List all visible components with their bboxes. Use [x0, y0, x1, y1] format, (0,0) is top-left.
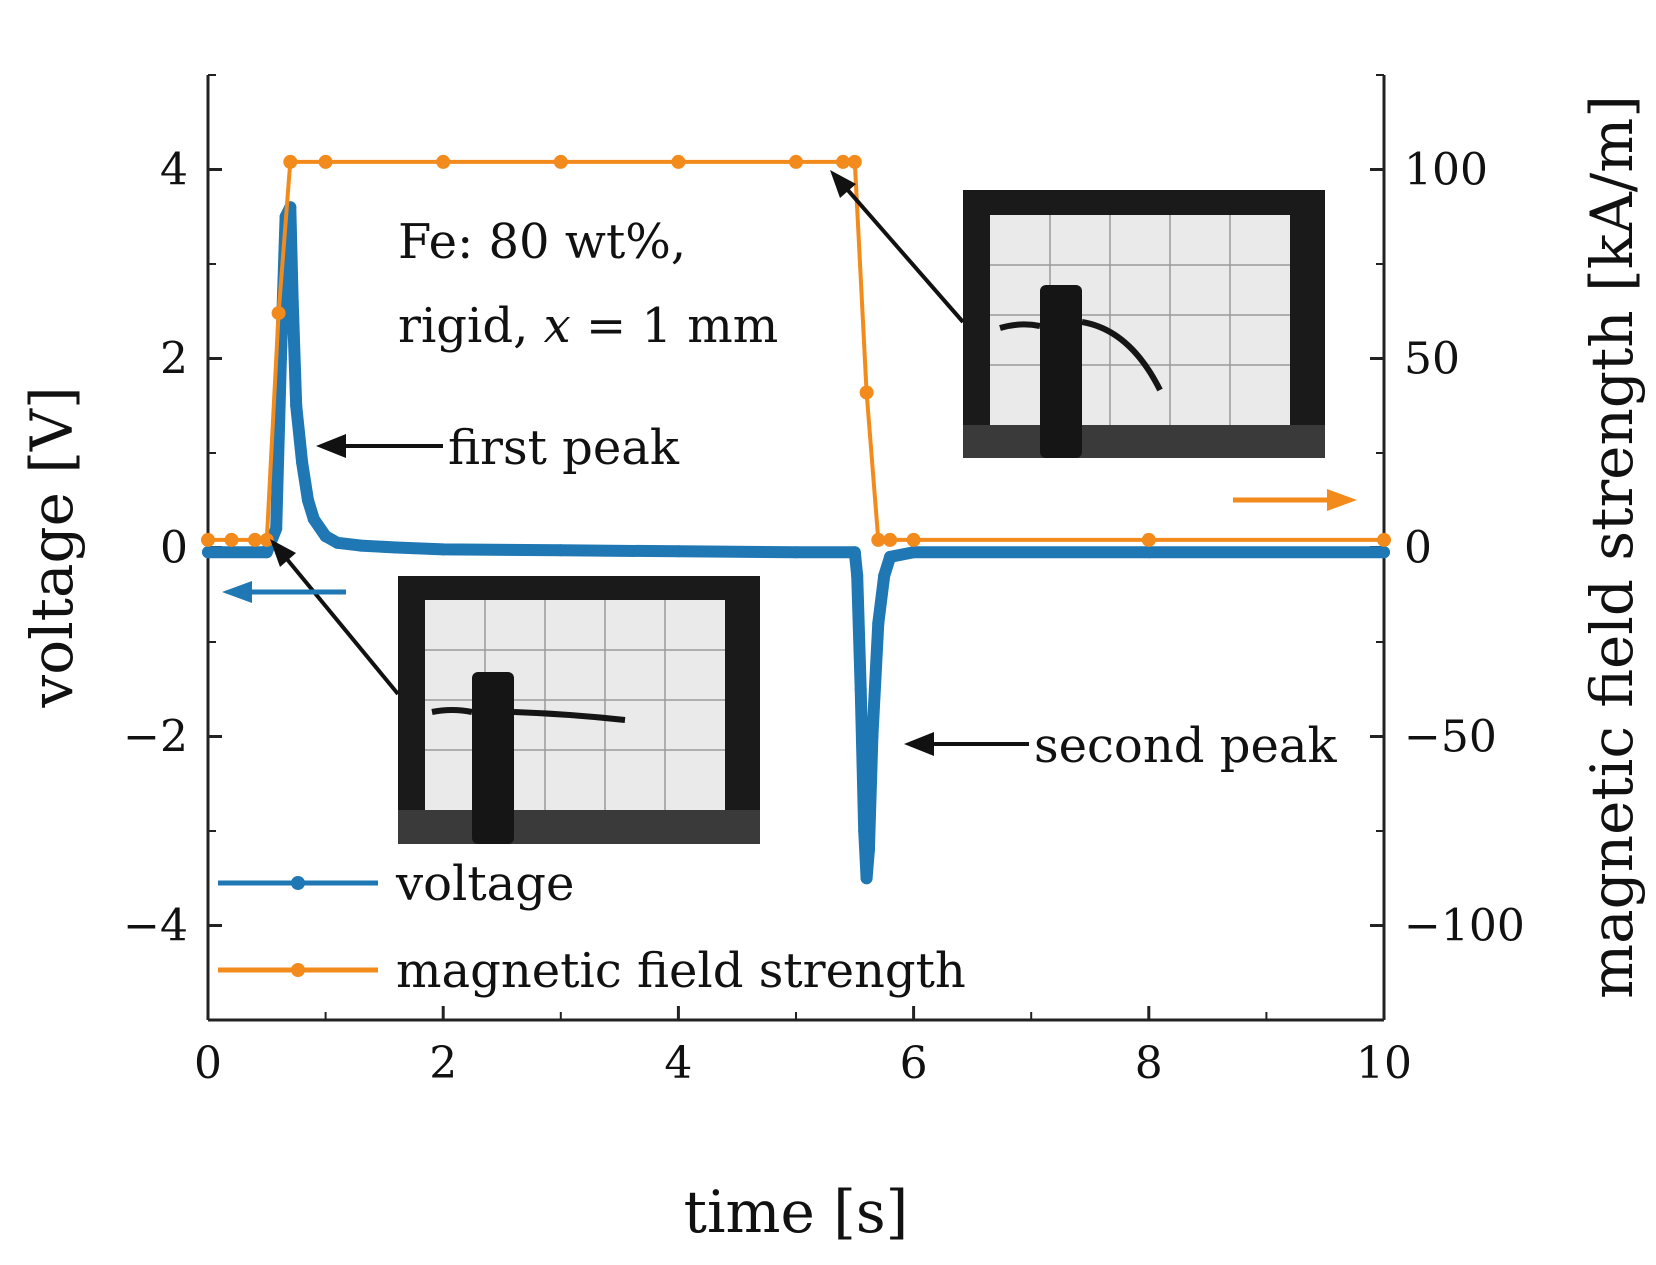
data-point: [1378, 546, 1390, 559]
field-off-photo-arrow: [270, 539, 400, 696]
annotation-arrows: [270, 170, 1029, 756]
data-point: [436, 154, 451, 169]
tick-marks: [206, 74, 1386, 1021]
data-point: [283, 154, 298, 169]
first-peak-arrow: [316, 434, 443, 458]
data-point: [871, 532, 886, 547]
right-y-tick-label: −50: [1404, 712, 1497, 763]
data-point: [307, 513, 320, 526]
data-point: [836, 154, 850, 169]
left-y-tick-label: −4: [123, 901, 188, 952]
tick-labels: 0 2 4 6 8 10 −4 −2 0 2 4 −100 −50 0 50 100: [123, 145, 1525, 1090]
data-point: [1142, 546, 1155, 559]
data-point: [789, 154, 803, 169]
data-point: [248, 532, 262, 547]
data-point: [671, 154, 686, 169]
x-tick-label: 10: [1356, 1038, 1412, 1089]
composition-label-line2: rigid, x = 1 mm: [398, 298, 778, 354]
left-y-axis-title: voltage [V]: [18, 386, 86, 708]
data-point: [354, 539, 367, 552]
right-y-tick-label: 100: [1404, 145, 1488, 196]
x-tick-label: 8: [1135, 1038, 1163, 1089]
second-peak-label: second peak: [1034, 718, 1337, 774]
data-point: [851, 569, 864, 582]
x-tick-label: 2: [429, 1038, 457, 1089]
data-point: [872, 617, 885, 630]
series-line: [202, 201, 1390, 885]
data-point: [790, 546, 802, 559]
data-point: [554, 544, 567, 557]
inset-photo-field-on: [963, 190, 1325, 458]
data-point: [907, 546, 920, 559]
x-tick-label: 4: [664, 1038, 692, 1089]
data-point: [860, 872, 873, 885]
data-point: [296, 456, 309, 469]
left-y-tick-label: 2: [160, 334, 188, 385]
right-y-tick-label: 50: [1404, 334, 1460, 385]
data-point: [260, 546, 273, 559]
left-y-tick-label: −2: [123, 712, 188, 763]
data-point: [271, 306, 286, 321]
x-tick-label: 6: [900, 1038, 928, 1089]
data-point: [906, 532, 921, 547]
data-point: [866, 730, 879, 743]
series-voltage: [202, 201, 1390, 885]
legend-label-voltage: voltage: [395, 856, 574, 912]
composition-label-line1: Fe: 80 wt%,: [398, 214, 686, 270]
data-point: [878, 569, 891, 582]
left-y-tick-label: 4: [160, 145, 188, 196]
data-point: [302, 494, 314, 507]
data-point: [259, 532, 274, 547]
data-point: [883, 532, 898, 547]
field-on-photo-arrow: [830, 170, 965, 324]
legend-entry-voltage: voltage: [218, 856, 574, 912]
data-point: [859, 385, 874, 400]
legend-label-magnetic-field: magnetic field strength: [396, 943, 966, 999]
data-point: [319, 530, 332, 543]
data-point: [848, 546, 861, 559]
data-point: [847, 154, 862, 169]
data-point: [290, 399, 303, 412]
data-point: [331, 536, 344, 549]
data-point: [202, 546, 214, 559]
data-point: [1377, 532, 1391, 547]
legend: voltage magnetic field strength: [218, 856, 966, 999]
data-point: [270, 522, 283, 535]
data-point: [672, 545, 685, 558]
x-axis-title: time [s]: [684, 1178, 909, 1246]
second-peak-arrow: [904, 732, 1029, 756]
data-point: [858, 825, 871, 837]
data-point: [390, 541, 403, 554]
data-point: [884, 550, 897, 563]
right-axis-indicator-arrow: [1233, 489, 1357, 511]
data-point: [1141, 532, 1156, 547]
data-point: [286, 295, 299, 308]
legend-entry-magnetic-field: magnetic field strength: [218, 943, 966, 999]
right-y-tick-label: −100: [1404, 901, 1525, 952]
data-point: [862, 843, 875, 856]
right-y-axis-title: magnetic field strength [kA/m]: [1578, 95, 1646, 999]
x-tick-label: 0: [194, 1038, 222, 1089]
first-peak-label: first peak: [448, 420, 680, 476]
data-point: [553, 154, 568, 169]
series-magnetic-field: [201, 154, 1391, 547]
left-y-tick-label: 0: [160, 523, 188, 574]
data-point: [201, 532, 215, 547]
left-axis-indicator-arrow: [222, 581, 346, 603]
right-y-tick-label: 0: [1404, 523, 1432, 574]
series-layer: [201, 154, 1391, 885]
data-point: [437, 543, 450, 556]
data-point: [854, 683, 867, 696]
data-point: [318, 154, 333, 169]
inset-photo-field-off: [398, 576, 760, 844]
data-point: [224, 532, 239, 547]
